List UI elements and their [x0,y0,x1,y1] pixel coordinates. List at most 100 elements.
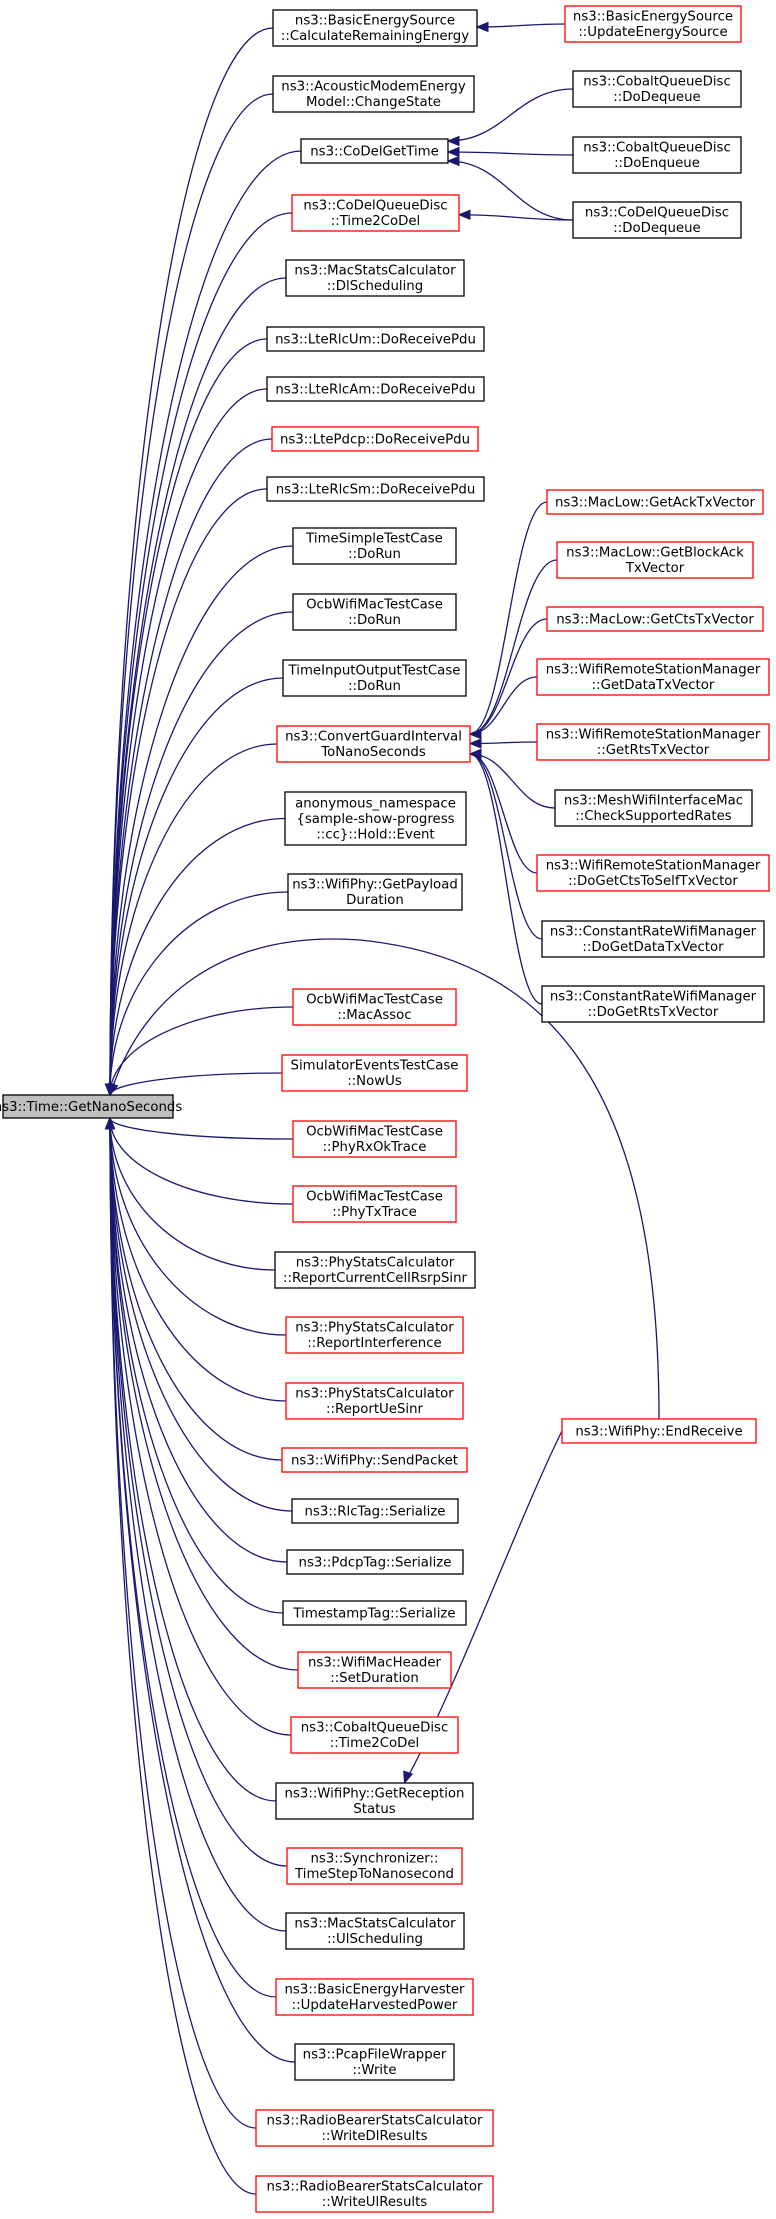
node-box [536,723,770,761]
node-label-line: ::SetDuration [330,1671,419,1686]
node-box [536,658,770,696]
node-rlcAm[interactable]: ns3::LteRlcAm::DoReceivePdu [266,376,485,402]
edge-line [458,214,574,221]
node-box [271,426,479,452]
node-codelDeq[interactable]: ns3::CoDelQueueDisc::DoDequeue [572,201,742,239]
node-box [276,725,471,763]
edge-crRts-to-cgi [468,748,543,1005]
node-nowUs[interactable]: SimulatorEventsTestCase::NowUs [281,1054,468,1092]
edge-cgi-to-root [104,743,278,1097]
edge-arrowhead [104,1116,116,1130]
node-sendPkt[interactable]: ns3::WifiPhy::SendPacket [281,1447,468,1473]
edge-payload-to-root [104,891,289,1097]
node-rlcSm[interactable]: ns3::LteRlcSm::DoReceivePdu [266,476,485,502]
node-timeIO[interactable]: TimeInputOutputTestCase::DoRun [282,659,467,697]
node-label-line: ::WriteUlResults [322,2195,428,2210]
node-label-line: ns3::BasicEnergySource [295,14,455,29]
node-label-line: ::ReportCurrentCellRsrpSinr [283,1271,467,1286]
node-rlcUm[interactable]: ns3::LteRlcUm::DoReceivePdu [266,326,485,352]
node-wrsmCts[interactable]: ns3::WifiRemoteStationManager::DoGetCtsT… [536,854,770,892]
node-macHdr[interactable]: ns3::WifiMacHeader::SetDuration [297,1651,452,1689]
node-phyRx[interactable]: OcbWifiMacTestCase::PhyRxOkTrace [292,1120,457,1158]
node-crData[interactable]: ns3::ConstantRateWifiManager::DoGetDataT… [541,920,765,958]
node-endRx[interactable]: ns3::WifiPhy::EndReceive [561,1418,757,1444]
node-wrsmData[interactable]: ns3::WifiRemoteStationManager::GetDataTx… [536,658,770,696]
node-cobaltT2C[interactable]: ns3::CobaltQueueDisc::Time2CoDel [290,1716,459,1754]
node-root[interactable]: ns3::Time::GetNanoSeconds [0,1094,182,1119]
node-label-line: ns3::LteRlcAm::DoReceivePdu [275,382,475,397]
node-macUl[interactable]: ns3::MacStatsCalculator::UlScheduling [285,1912,465,1950]
node-beUpd[interactable]: ns3::BasicEnergySource::UpdateEnergySour… [564,5,742,43]
node-codelT2C[interactable]: ns3::CoDelQueueDisc::Time2CoDel [291,194,460,232]
edge-line [109,545,294,1096]
node-label-line: ns3::LteRlcUm::DoReceivePdu [275,332,476,347]
node-label-line: ns3::RadioBearerStatsCalculator [267,2114,483,2129]
node-box [291,194,460,232]
node-pdcp[interactable]: ns3::LtePdcp::DoReceivePdu [271,426,479,452]
edge-wrsmRts-to-cgi [468,738,538,749]
edge-arrowhead [446,146,460,158]
node-box [286,1549,464,1575]
edge-arrowhead [104,1083,116,1097]
node-rsrp[interactable]: ns3::PhyStatsCalculator::ReportCurrentCe… [274,1251,476,1289]
node-rlcTag[interactable]: ns3::RlcTag::Serialize [291,1498,459,1524]
node-crRts[interactable]: ns3::ConstantRateWifiManager::DoGetRtsTx… [541,985,765,1023]
node-acoustic[interactable]: ns3::AcousticModemEnergyModel::ChangeSta… [272,75,475,113]
node-macDl[interactable]: ns3::MacStatsCalculator::DlScheduling [285,259,465,297]
node-interf[interactable]: ns3::PhyStatsCalculator::ReportInterfere… [285,1316,464,1354]
node-cobaltEnq[interactable]: ns3::CobaltQueueDisc::DoEnqueue [572,136,742,174]
node-tsTag[interactable]: TimestampTag::Serialize [282,1600,467,1626]
edge-macUl-to-root [104,1116,287,1932]
node-box [281,1447,468,1473]
node-label-line: OcbWifiMacTestCase [306,1125,443,1140]
node-ackTx[interactable]: ns3::MacLow::GetAckTxVector [546,489,764,515]
node-timeSimple[interactable]: TimeSimpleTestCase::DoRun [292,527,457,565]
edge-wrsmData-to-cgi [468,676,538,740]
node-label-line: OcbWifiMacTestCase [306,1190,443,1205]
node-sync[interactable]: ns3::Synchronizer::TimeStepToNanosecond [286,1847,463,1885]
node-pcap[interactable]: ns3::PcapFileWrapper::Write [294,2043,455,2081]
node-phyTx[interactable]: OcbWifiMacTestCase::PhyTxTrace [292,1185,457,1223]
node-codelGetTime[interactable]: ns3::CoDelGetTime [300,138,449,164]
node-label-line: ::ReportInterference [307,1336,441,1351]
node-label-line: ::CalculateRemainingEnergy [281,29,469,44]
node-harvester[interactable]: ns3::BasicEnergyHarvester::UpdateHarvest… [275,1978,474,2016]
node-cobaltDeq1[interactable]: ns3::CobaltQueueDisc::DoDequeue [572,70,742,108]
nodes-layer: ns3::Time::GetNanoSecondsns3::BasicEnerg… [0,5,770,2213]
edge-arrowhead [468,728,482,740]
node-box [285,1912,465,1950]
edge-line [109,277,287,1096]
edge-tsTag-to-root [104,1116,284,1614]
node-label-line: ns3::CobaltQueueDisc [583,141,731,156]
node-wrsmRts[interactable]: ns3::WifiRemoteStationManager::GetRtsTxV… [536,723,770,761]
edge-line [109,1117,276,1271]
node-label-line: ::DlScheduling [327,279,423,294]
node-rbUl[interactable]: ns3::RadioBearerStatsCalculator::WriteUl… [255,2175,494,2213]
node-mesh[interactable]: ns3::MeshWifiInterfaceMac::CheckSupporte… [554,789,753,827]
node-pdcpTag[interactable]: ns3::PdcpTag::Serialize [286,1549,464,1575]
node-label-line: ::GetDataTxVector [592,678,715,693]
node-label-line: ns3::MacStatsCalculator [294,264,456,279]
node-anon[interactable]: anonymous_namespace{sample-show-progress… [284,791,467,846]
node-ueSinr[interactable]: ns3::PhyStatsCalculator::ReportUeSinr [285,1382,464,1420]
node-box [292,527,457,565]
node-label-line: ns3::ConstantRateWifiManager [550,925,757,940]
node-ocbDoRun[interactable]: OcbWifiMacTestCase::DoRun [292,593,457,631]
node-label-line: OcbWifiMacTestCase [306,993,443,1008]
node-label-line: ::DoEnqueue [614,156,700,171]
edge-line [109,488,268,1096]
node-box [281,1054,468,1092]
node-ctsTx[interactable]: ns3::MacLow::GetCtsTxVector [546,606,764,632]
edge-acoustic-to-root [104,93,274,1097]
node-label-line: ::GetRtsTxVector [597,743,710,758]
node-rbDl[interactable]: ns3::RadioBearerStatsCalculator::WriteDl… [255,2109,494,2147]
node-macAssoc[interactable]: OcbWifiMacTestCase::MacAssoc [292,988,457,1026]
edge-line [109,1117,294,1205]
node-box [556,541,754,579]
node-beCalc[interactable]: ns3::BasicEnergySource::CalculateRemaini… [272,9,478,47]
edge-phyRx-to-root [104,1116,294,1140]
